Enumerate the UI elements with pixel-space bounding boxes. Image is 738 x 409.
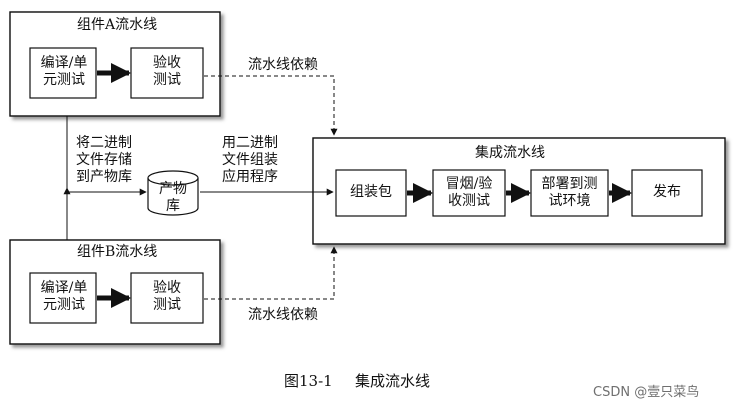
figure-title: 集成流水线	[355, 372, 431, 390]
pipeline-b-step1-label: 编译/单 元测试	[40, 280, 88, 313]
pipeline-a-step1-label: 编译/单 元测试	[40, 55, 88, 88]
integration-step1-box	[335, 169, 407, 217]
pipeline-a-step1-box	[29, 47, 97, 99]
pipeline-b-title: 组件B流水线	[77, 244, 158, 260]
artifact-repo-label: 产物 库	[159, 181, 187, 214]
integration-title: 集成流水线	[475, 145, 545, 161]
integration-step1-label: 组装包	[350, 184, 392, 200]
watermark: CSDN @壹只菜鸟	[593, 385, 700, 400]
integration-step4-label: 发布	[653, 184, 681, 200]
integration-step2-label: 冒烟/验 收测试	[445, 176, 493, 209]
integration-step4-box	[631, 169, 703, 217]
dependency-label-a: 流水线依赖	[248, 57, 318, 73]
dependency-label-b: 流水线依赖	[248, 307, 318, 323]
integration-step3-label: 部署到测 试环境	[541, 176, 598, 209]
pipeline-a-step2-label: 验收 测试	[153, 55, 181, 88]
artifact-repo-cylinder	[147, 170, 199, 216]
dependency-arrow-a	[204, 75, 338, 136]
store-label: 将二进制 文件存储 到产物库	[76, 135, 132, 185]
figure-number: 图13-1	[284, 372, 333, 390]
pipeline-b-step1-box	[29, 272, 97, 324]
pipeline-b-step2-label: 验收 测试	[153, 280, 181, 313]
pipeline-a-title: 组件A流水线	[77, 17, 158, 33]
use-label: 用二进制 文件组装 应用程序	[222, 135, 278, 185]
pipeline-a-step2-box	[130, 47, 204, 99]
integration-step3-box	[530, 169, 609, 217]
pipeline-b-step2-box	[130, 272, 204, 324]
dependency-arrow-b	[204, 246, 338, 300]
integration-step2-box	[432, 169, 506, 217]
